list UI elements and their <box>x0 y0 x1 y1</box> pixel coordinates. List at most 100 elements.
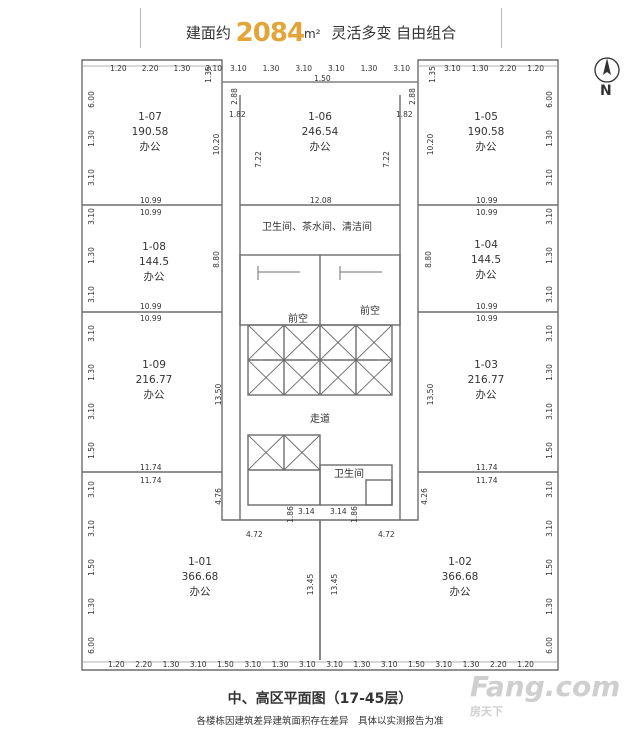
dim-k: 1.82 <box>396 110 413 119</box>
dim-v-c: 8.80 <box>423 251 433 268</box>
dim-w1: 10.99 <box>476 302 498 311</box>
dim: 3.10 <box>86 208 96 225</box>
dim: 1.20 <box>517 660 534 669</box>
dim: 1.30 <box>462 660 480 669</box>
dim: 3.10 <box>327 64 345 73</box>
top-dims-mid: 3.10 1.30 3.10 3.10 1.30 3.10 <box>230 64 410 73</box>
dim: 3.10 <box>244 660 262 669</box>
dim: 2.20 <box>141 64 159 73</box>
dim: 1.30 <box>162 660 180 669</box>
unit-use: 办公 <box>139 141 161 153</box>
unit-id: 1-09 <box>142 359 166 371</box>
unit-area: 216.77 <box>135 374 173 386</box>
dim-v-h: 1.86 <box>349 506 359 523</box>
unit-1-03: 1-03 216.77 办公 <box>456 358 516 403</box>
dim-v-l: 1.35 <box>427 66 437 83</box>
dim-w3: 11.74 <box>140 463 162 472</box>
unit-1-02: 1-02 366.68 办公 <box>430 555 490 600</box>
dim: 3.10 <box>444 64 461 73</box>
outer-wall <box>81 59 559 671</box>
dim: 3.10 <box>544 169 554 186</box>
dim: 1.50 <box>86 442 96 459</box>
dim: 1.50 <box>217 660 234 669</box>
unit-use: 办公 <box>475 141 497 153</box>
dim: 3.10 <box>544 520 554 537</box>
dim: 1.30 <box>86 247 96 264</box>
dim-k: 1.82 <box>229 110 246 119</box>
void-label-right: 前空 <box>360 306 380 317</box>
watermark-logo: Fang.com 房天下 <box>470 670 640 736</box>
unit-id: 1-04 <box>474 239 498 251</box>
dim-w3: 11.74 <box>140 476 162 485</box>
dim: 3.10 <box>86 325 96 342</box>
unit-area: 246.54 <box>301 126 339 138</box>
void-label-left: 前空 <box>288 314 308 325</box>
dim: 1.20 <box>108 660 125 669</box>
unit-1-04: 1-04 144.5 办公 <box>456 238 516 283</box>
dim-v-j: 2.88 <box>407 88 417 105</box>
dim: 3.10 <box>298 660 316 669</box>
unit-1-05: 1-05 190.58 办公 <box>456 110 516 155</box>
unit-id: 1-07 <box>138 111 162 123</box>
north-compass: N <box>592 55 622 105</box>
dim: 1.50 <box>408 660 425 669</box>
unit-id: 1-03 <box>474 359 498 371</box>
unit-area: 366.68 <box>181 571 219 583</box>
header-line: 建面约 2084m² 灵活多变 自由组合 <box>141 18 501 48</box>
unit-use: 办公 <box>143 271 165 283</box>
dim: 6.00 <box>86 91 96 108</box>
unit-use: 办公 <box>475 389 497 401</box>
dim-w1: 10.99 <box>476 314 498 323</box>
watermark-cn: 房天下 <box>470 705 503 718</box>
unit-1-07: 1-07 190.58 办公 <box>120 110 180 155</box>
unit-use: 办公 <box>449 586 471 598</box>
dim-v-d: 13.50 <box>214 383 224 406</box>
bottom-dims: 1.20 2.20 1.30 3.10 1.50 3.10 1.30 3.10 … <box>108 660 534 669</box>
header-unit: m² <box>304 27 321 41</box>
dim-i: 3.14 <box>330 507 347 516</box>
dim-w1: 10.99 <box>140 196 162 205</box>
core-services-label: 卫生间、茶水间、清洁间 <box>262 222 372 233</box>
dim-w1: 10.99 <box>140 208 162 217</box>
unit-id: 1-05 <box>474 111 498 123</box>
dim-w1: 10.99 <box>476 208 498 217</box>
dim-w3: 11.74 <box>476 463 498 472</box>
dim: 1.30 <box>544 598 554 615</box>
unit-use: 办公 <box>189 586 211 598</box>
dim: 1.30 <box>544 364 554 381</box>
unit-area: 190.58 <box>131 126 169 138</box>
corridor-label: 走道 <box>310 414 330 425</box>
dim: 3.10 <box>205 64 222 73</box>
dim: 3.10 <box>189 660 207 669</box>
dim: 3.10 <box>393 64 410 73</box>
dim-v-e: 13.45 <box>306 573 316 596</box>
dim-w4: 4.72 <box>378 530 395 539</box>
dim-v-l: 1.35 <box>203 66 213 83</box>
dim-v-a: 10.20 <box>212 133 222 156</box>
dim: 3.10 <box>86 481 96 498</box>
unit-1-06: 1-06 246.54 办公 <box>290 110 350 155</box>
dim: 6.00 <box>86 637 96 654</box>
dim: 1.30 <box>173 64 191 73</box>
dim-v-h: 1.86 <box>285 506 295 523</box>
dim: 2.20 <box>489 660 507 669</box>
dim: 1.30 <box>262 64 280 73</box>
dim-v-a: 10.20 <box>426 133 436 156</box>
compass-icon <box>594 57 620 83</box>
dim: 3.10 <box>544 403 554 420</box>
unit-1-01: 1-01 366.68 办公 <box>170 555 230 600</box>
dim: 1.30 <box>86 364 96 381</box>
dim: 3.10 <box>86 169 96 186</box>
dim: 1.30 <box>471 64 489 73</box>
dim-w1: 10.99 <box>140 302 162 311</box>
dim: 3.10 <box>544 481 554 498</box>
dim: 3.10 <box>326 660 343 669</box>
unit-use: 办公 <box>475 269 497 281</box>
dim: 3.10 <box>544 325 554 342</box>
dim: 1.50 <box>544 559 554 576</box>
unit-area: 190.58 <box>467 126 505 138</box>
dim-v-e: 13.45 <box>330 573 340 596</box>
dim-v-b: 7.22 <box>381 151 391 168</box>
unit-id: 1-01 <box>188 556 212 568</box>
top-dims-left: 1.20 2.20 1.30 3.10 <box>110 64 222 73</box>
